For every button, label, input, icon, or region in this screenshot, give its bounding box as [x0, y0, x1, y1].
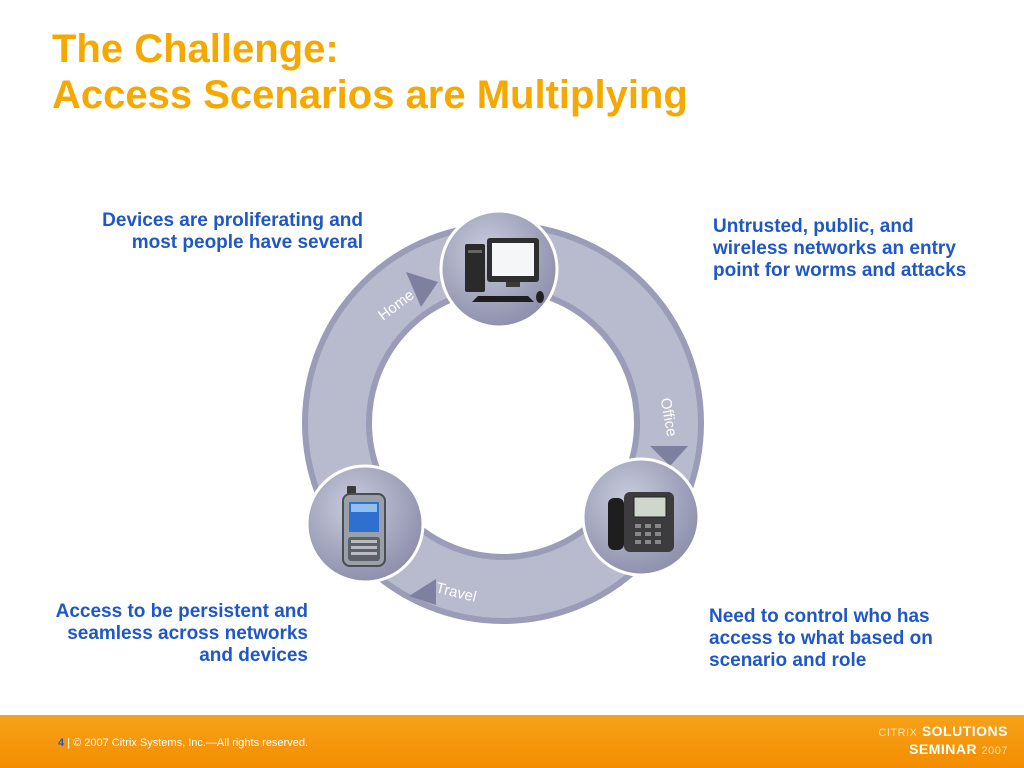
cycle-label-office: Office — [657, 397, 680, 438]
travel-arrow-icon — [409, 579, 436, 605]
brand-solutions: SOLUTIONS — [921, 723, 1008, 739]
callout-networks: Untrusted, public, and wireless networks… — [713, 216, 967, 281]
citrix-seminar-logo: CITRIX SOLUTIONS SEMINAR 2007 — [878, 723, 1008, 759]
home-device-node — [439, 209, 559, 329]
brand-line-2: SEMINAR 2007 — [878, 741, 1008, 759]
desktop-computer-icon — [465, 238, 544, 303]
travel-device-node — [305, 464, 425, 584]
copyright-text: © 2007 Citrix Systems, Inc.—All rights r… — [73, 737, 309, 749]
title-line-1: The Challenge: — [52, 27, 339, 71]
footer-bar: 4 | © 2007 Citrix Systems, Inc.—All righ… — [0, 715, 1024, 768]
ip-desk-phone-icon — [608, 492, 674, 552]
footer-separator: | — [67, 737, 71, 749]
brand-year: 2007 — [981, 745, 1008, 757]
office-device-node — [581, 457, 701, 577]
page-number: 4 — [58, 737, 65, 749]
office-arrow-icon — [650, 446, 688, 466]
slide-title: The Challenge: Access Scenarios are Mult… — [52, 26, 688, 118]
callout-access-control: Need to control who has access to what b… — [709, 606, 933, 671]
footer-copyright-line: 4 | © 2007 Citrix Systems, Inc.—All righ… — [58, 737, 308, 749]
title-line-2: Access Scenarios are Multiplying — [52, 73, 688, 117]
callout-persistent-access: Access to be persistent and seamless acr… — [55, 601, 308, 666]
home-arrow-icon — [406, 272, 438, 307]
callout-devices: Devices are proliferating and most peopl… — [102, 210, 363, 253]
access-cycle-diagram: Home Office Travel — [302, 209, 704, 624]
brand-seminar: SEMINAR — [909, 741, 978, 757]
brand-line-1: CITRIX SOLUTIONS — [878, 723, 1008, 741]
brand-citrix: CITRIX — [878, 727, 918, 739]
smartphone-icon — [342, 486, 386, 567]
